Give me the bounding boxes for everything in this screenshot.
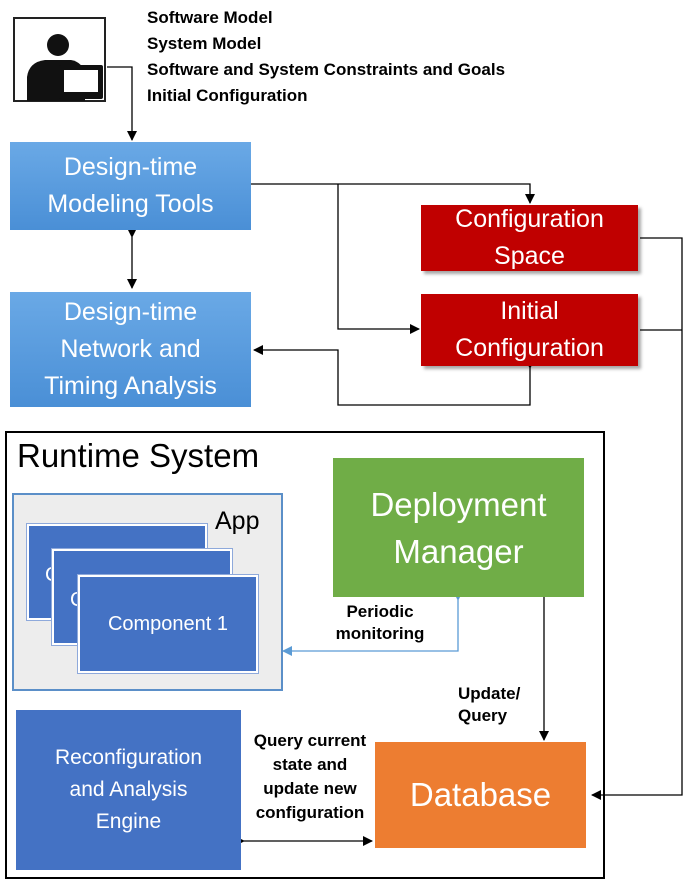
periodic-monitoring-line-2: monitoring [335, 624, 425, 643]
network-analysis-line-1: Design-time [63, 298, 198, 326]
reconfiguration-analysis-engine: Reconfiguration and Analysis Engine [16, 710, 241, 870]
modeling-tools-line-1: Design-time [63, 153, 198, 181]
inputs-list: Software Model System Model Software and… [147, 5, 567, 109]
component-label: Component 1 [107, 612, 229, 635]
design-time-modeling-tools: Design-time Modeling Tools [10, 142, 251, 230]
input-system-model: System Model [147, 34, 262, 53]
initial-config-line-1: Initial [500, 297, 559, 325]
database-label: Database [409, 776, 552, 813]
query-update-line-1: Query current [253, 731, 367, 750]
initial-configuration: Initial Configuration [421, 294, 638, 366]
arrow-user-to-tools [107, 66, 137, 141]
deployment-manager-line-1: Deployment [370, 485, 547, 523]
query-update-line-3: update new [263, 779, 357, 798]
input-software-model: Software Model [147, 8, 273, 27]
input-initial-configuration: Initial Configuration [147, 86, 308, 105]
config-space-line-2: Space [494, 242, 565, 270]
update-query-label: Update/ Query [458, 683, 528, 727]
user-at-computer-icon [13, 17, 106, 102]
deployment-manager: Deployment Manager [333, 458, 584, 597]
engine-line-1: Reconfiguration [54, 746, 203, 769]
input-constraints-goals: Software and System Constraints and Goal… [147, 60, 506, 79]
arrow-config-to-database [591, 237, 683, 800]
network-analysis-line-3: Timing Analysis [44, 372, 217, 400]
periodic-monitoring-label: Periodic monitoring [320, 601, 440, 645]
deployment-manager-line-2: Manager [393, 532, 524, 570]
component-card-front: Component 1 [77, 574, 259, 674]
initial-config-line-2: Configuration [455, 334, 604, 362]
design-time-network-timing-analysis: Design-time Network and Timing Analysis [10, 292, 251, 407]
arrow-initial-config-network [253, 345, 535, 406]
modeling-tools-line-2: Modeling Tools [47, 190, 214, 218]
arrow-periodic-monitoring [282, 591, 463, 656]
arrow-tools-to-initial-config [337, 184, 420, 334]
runtime-system-frame [5, 431, 605, 879]
update-query-line-1: Update/ [458, 684, 521, 703]
database: Database [375, 742, 586, 848]
engine-line-2: and Analysis [69, 778, 188, 801]
periodic-monitoring-line-1: Periodic [346, 602, 414, 621]
runtime-system-title: Runtime System [17, 437, 260, 474]
update-query-line-2: Query [458, 706, 508, 725]
app-label: App [215, 507, 260, 535]
network-analysis-line-2: Network and [60, 335, 201, 363]
config-space-line-1: Configuration [455, 205, 604, 233]
query-update-label: Query current state and update new confi… [240, 729, 380, 825]
query-update-line-4: configuration [255, 803, 365, 822]
engine-line-3: Engine [95, 810, 162, 833]
query-update-line-2: state and [272, 755, 348, 774]
configuration-space: Configuration Space [421, 205, 638, 271]
arrow-tools-to-config-space [251, 183, 535, 204]
